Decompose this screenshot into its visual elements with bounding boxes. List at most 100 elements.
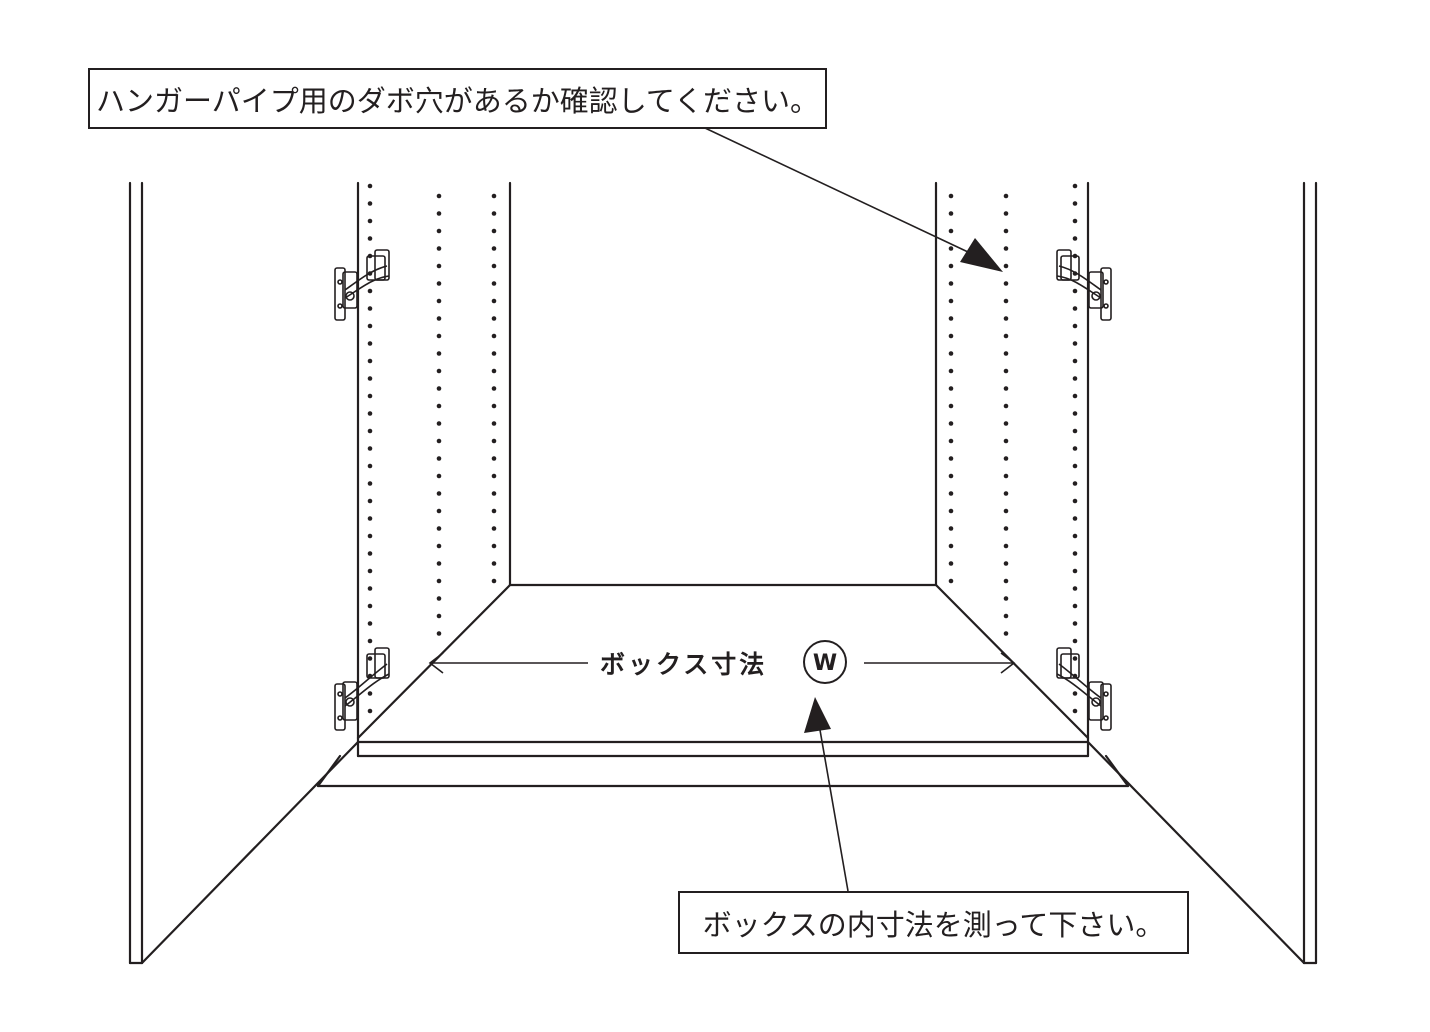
- dowel-hole: [1072, 516, 1078, 521]
- dowel-hole: [948, 193, 954, 199]
- dowel-hole: [1072, 586, 1078, 591]
- dimension-label: ボックス寸法: [600, 650, 767, 679]
- dowel-hole: [948, 333, 954, 339]
- dowel-hole: [367, 411, 373, 416]
- dowel-hole: [436, 298, 442, 304]
- dowel-hole: [367, 463, 373, 469]
- right-door: [1086, 181, 1318, 965]
- dowel-hole: [1003, 578, 1009, 584]
- dowel-hole: [1072, 183, 1078, 189]
- dowel-hole: [1003, 543, 1009, 549]
- dowel-hole: [1072, 201, 1078, 206]
- dowel-hole: [1072, 236, 1078, 241]
- dowel-hole: [436, 543, 442, 549]
- dowel-hole: [491, 491, 497, 496]
- dowel-hole: [436, 596, 442, 601]
- dowel-hole: [948, 473, 954, 479]
- dowel-hole: [1072, 551, 1078, 556]
- dowel-hole: [491, 263, 497, 269]
- dowel-hole: [948, 386, 954, 391]
- dowel-hole: [491, 351, 497, 356]
- dowel-hole: [1072, 358, 1078, 364]
- dowel-hole: [436, 473, 442, 479]
- dowel-hole: [491, 281, 497, 286]
- dowel-hole: [436, 263, 442, 269]
- dowel-hole: [1003, 456, 1009, 461]
- dowel-hole: [367, 306, 373, 311]
- dowel-hole: [1072, 568, 1078, 574]
- hinge-top-left: [334, 249, 390, 321]
- dowel-hole: [1072, 656, 1078, 661]
- dowel-hole: [367, 446, 373, 451]
- dowel-hole: [948, 578, 954, 584]
- dowel-hole: [491, 561, 497, 566]
- dowel-hole: [436, 281, 442, 286]
- dowel-hole: [1072, 603, 1078, 609]
- dowel-hole: [367, 341, 373, 346]
- dowel-hole: [436, 561, 442, 566]
- dowel-hole: [948, 508, 954, 514]
- dowel-hole: [436, 211, 442, 216]
- dowel-hole: [491, 193, 497, 199]
- dowel-hole: [1072, 393, 1078, 399]
- dowel-hole: [367, 428, 373, 434]
- dowel-hole: [1072, 691, 1078, 696]
- dowel-hole: [1003, 403, 1009, 409]
- dowel-hole: [1072, 708, 1078, 714]
- dowel-hole: [367, 533, 373, 539]
- width-symbol-circle: [803, 640, 847, 684]
- dowel-hole: [436, 246, 442, 251]
- dowel-hole: [1003, 596, 1009, 601]
- dowel-hole: [948, 403, 954, 409]
- dowel-hole: [1003, 526, 1009, 531]
- dowel-hole: [1072, 638, 1078, 644]
- dowel-hole: [436, 491, 442, 496]
- dowel-hole-callout: ハンガーパイプ用のダボ穴があるか確認してください。: [88, 68, 827, 129]
- dowel-hole: [367, 201, 373, 206]
- dowel-hole: [436, 508, 442, 514]
- dowel-hole: [436, 386, 442, 391]
- dowel-hole: [491, 438, 497, 444]
- dowel-hole: [1003, 438, 1009, 444]
- dowel-hole: [491, 368, 497, 374]
- dowel-hole: [436, 631, 442, 636]
- box-floor: [316, 583, 1130, 788]
- dowel-hole: [1003, 631, 1009, 636]
- inner-dimension-callout: ボックスの内寸法を測って下さい。: [678, 891, 1189, 954]
- dowel-hole: [1003, 246, 1009, 251]
- dowel-hole: [1072, 446, 1078, 451]
- dowel-hole: [948, 438, 954, 444]
- width-symbol: W: [813, 651, 837, 676]
- dowel-hole: [367, 393, 373, 399]
- dowel-hole: [948, 561, 954, 566]
- dowel-hole: [1003, 281, 1009, 286]
- dowel-hole: [367, 568, 373, 574]
- dowel-hole: [1003, 421, 1009, 426]
- dowel-hole: [367, 183, 373, 189]
- dowel-hole: [436, 526, 442, 531]
- dowel-hole: [367, 586, 373, 591]
- dowel-hole: [491, 456, 497, 461]
- dowel-hole: [491, 508, 497, 514]
- dowel-hole: [1003, 561, 1009, 566]
- dowel-hole: [436, 613, 442, 619]
- dowel-hole: [367, 498, 373, 504]
- hinge-bottom-left: [334, 647, 390, 731]
- dowel-hole: [1003, 613, 1009, 619]
- dowel-hole: [1003, 316, 1009, 321]
- dowel-hole: [1072, 288, 1078, 294]
- dowel-hole: [1072, 533, 1078, 539]
- dowel-hole: [436, 403, 442, 409]
- dowel-hole: [367, 236, 373, 241]
- dowel-hole: [491, 298, 497, 304]
- dowel-hole: [436, 368, 442, 374]
- dowel-hole: [491, 578, 497, 584]
- inner-dimension-callout-text: ボックスの内寸法を測って下さい。: [702, 907, 1165, 942]
- dowel-hole: [948, 456, 954, 461]
- dowel-hole: [491, 228, 497, 234]
- dowel-hole: [436, 421, 442, 426]
- dowel-hole: [367, 638, 373, 644]
- hinge-top-right: [1056, 249, 1112, 321]
- dowel-hole: [491, 333, 497, 339]
- dowel-hole: [367, 551, 373, 556]
